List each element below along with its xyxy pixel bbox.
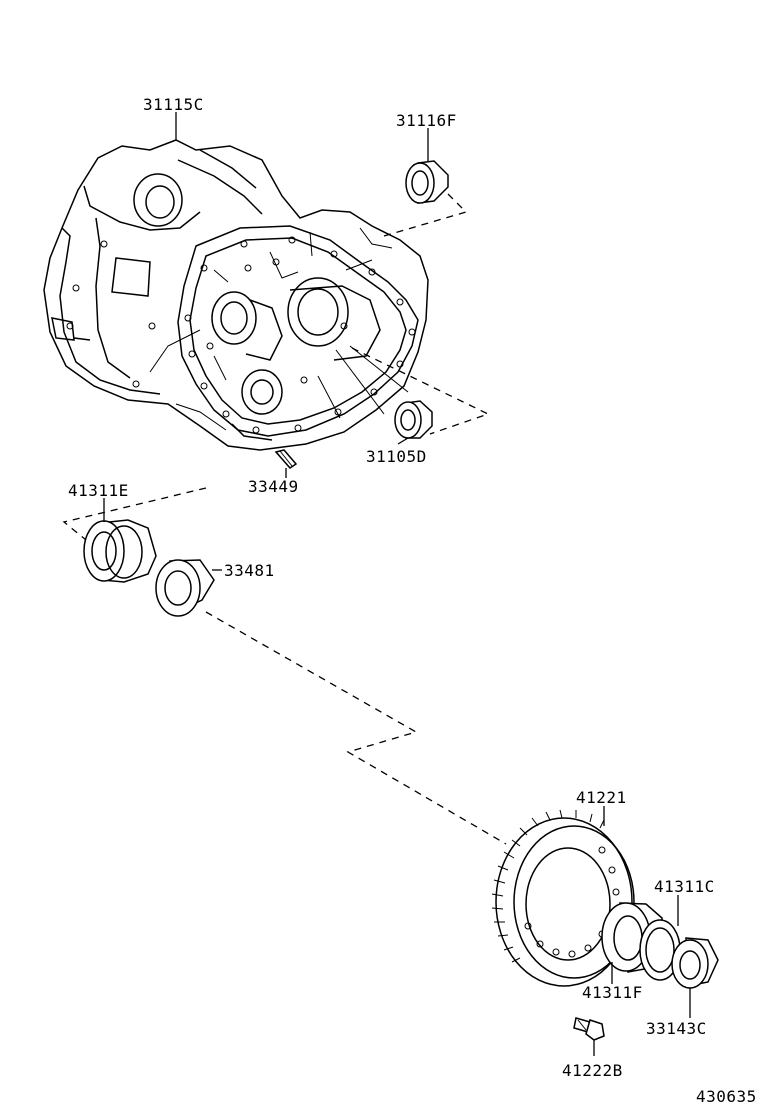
label-bearing-left: 41311E bbox=[68, 481, 129, 500]
alignment-lines bbox=[62, 193, 507, 845]
label-pin: 33449 bbox=[248, 477, 299, 496]
label-bearing-race: 41311F bbox=[582, 983, 643, 1002]
tapered-bearing-left bbox=[83, 519, 157, 583]
label-ring-gear: 41221 bbox=[576, 788, 627, 807]
label-shim-right: 33143C bbox=[646, 1019, 707, 1038]
oil-seal-right bbox=[394, 400, 433, 439]
ring-gear-bolt bbox=[573, 1017, 605, 1041]
leader-lines bbox=[103, 112, 691, 1056]
straight-pin bbox=[274, 449, 298, 469]
adjusting-shim-right bbox=[671, 937, 719, 989]
figure-number: 430635 bbox=[696, 1087, 757, 1106]
label-seal-top: 31116F bbox=[396, 111, 457, 130]
tapered-bearing-right bbox=[601, 902, 681, 981]
label-bolt: 41222B bbox=[562, 1061, 623, 1080]
label-seal-right: 31105D bbox=[366, 447, 427, 466]
label-bearing-right: 41311C bbox=[654, 877, 715, 896]
ring-gear bbox=[491, 809, 635, 987]
label-case: 31115C bbox=[143, 95, 204, 114]
oil-seal-top bbox=[405, 160, 449, 204]
adjusting-shim-left bbox=[155, 559, 215, 617]
label-shim-left: 33481 bbox=[224, 561, 275, 580]
transaxle-case-drawing bbox=[43, 139, 429, 451]
